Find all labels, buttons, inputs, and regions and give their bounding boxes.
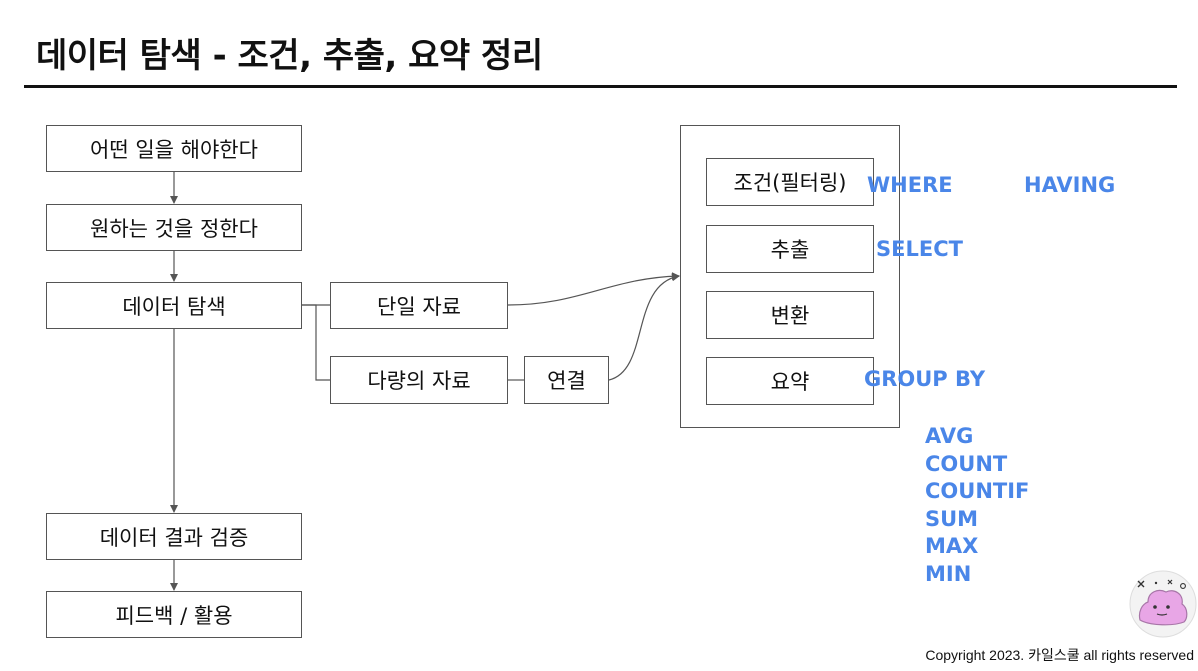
step-box-feedback: 피드백 / 활용 (46, 591, 302, 638)
copyright-notice: Copyright 2023. 카일스쿨 all rights reserved (925, 647, 1194, 663)
branch-box-single: 단일 자료 (330, 282, 508, 329)
aggregate-min: MIN (925, 561, 972, 586)
keyword-where: WHERE (867, 173, 953, 197)
aggregate-sum: SUM (925, 506, 979, 531)
ditto-mascot-icon (1129, 570, 1197, 638)
title-divider (24, 85, 1177, 88)
aggregate-countif: COUNTIF (925, 479, 1030, 503)
curve-join-to-panel (608, 273, 680, 381)
aggregate-max: MAX (925, 534, 979, 558)
op-box-extract: 추출 (706, 225, 874, 273)
op-box-condition: 조건(필터링) (706, 158, 874, 206)
connector-to-multi (302, 304, 330, 381)
keyword-select: SELECT (876, 237, 963, 261)
branch-box-join: 연결 (524, 356, 609, 404)
step-box-verify: 데이터 결과 검증 (46, 513, 302, 560)
keyword-group-by: GROUP BY (864, 367, 986, 391)
aggregate-function-list: AVG COUNT COUNTIF SUM MAX MIN (925, 423, 1029, 588)
page-title: 데이터 탐색 - 조건, 추출, 요약 정리 (36, 36, 543, 76)
op-box-summary: 요약 (706, 357, 874, 405)
branch-box-multi: 다량의 자료 (330, 356, 508, 404)
aggregate-avg: AVG (925, 424, 974, 448)
op-box-transform: 변환 (706, 291, 874, 339)
keyword-having: HAVING (1024, 173, 1116, 197)
aggregate-count: COUNT (925, 451, 1008, 476)
operations-panel (680, 125, 900, 428)
curve-single-to-panel (507, 272, 680, 306)
step-box-task: 어떤 일을 해야한다 (46, 125, 302, 172)
step-box-explore: 데이터 탐색 (46, 282, 302, 329)
step-box-goal: 원하는 것을 정한다 (46, 204, 302, 251)
